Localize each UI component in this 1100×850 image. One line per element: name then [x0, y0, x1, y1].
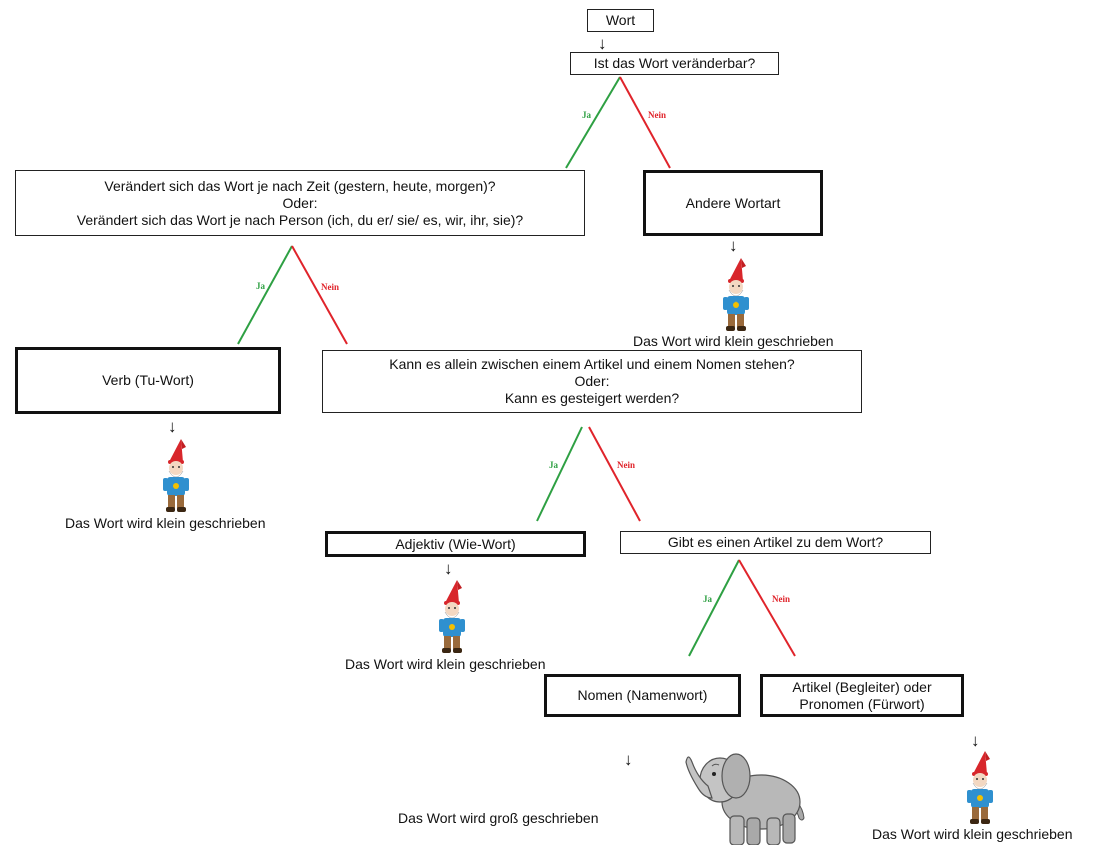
node-text: Adjektiv (Wie-Wort) — [395, 535, 516, 552]
outcome-gross: Das Wort wird groß geschrieben — [398, 810, 599, 826]
wort-box: Wort — [587, 9, 654, 32]
arrow-down-icon: ↓ — [168, 417, 177, 436]
yes-label: Ja — [256, 281, 265, 291]
node-text: Oder: — [282, 194, 318, 211]
outcome-klein: Das Wort wird klein geschrieben — [633, 333, 834, 349]
gnome-icon — [720, 256, 752, 332]
node-text: Artikel (Begleiter) oder — [792, 678, 932, 695]
yes-line — [536, 426, 583, 522]
no-line — [291, 245, 348, 345]
arrow-down-icon: ↓ — [971, 731, 980, 750]
node-text: Pronomen (Fürwort) — [799, 695, 925, 712]
gnome-icon — [160, 437, 192, 513]
node-text: Verändert sich das Wort je nach Zeit (ge… — [104, 177, 496, 194]
no-label: Nein — [648, 110, 666, 120]
no-label: Nein — [321, 282, 339, 292]
no-label: Nein — [617, 460, 635, 470]
arrow-down-icon: ↓ — [729, 236, 738, 255]
gnome-icon — [436, 578, 468, 654]
yes-label: Ja — [703, 594, 712, 604]
elephant-icon — [684, 726, 814, 846]
outcome-klein: Das Wort wird klein geschrieben — [345, 656, 546, 672]
node-text: Nomen (Namenwort) — [577, 687, 708, 703]
yes-line — [237, 245, 293, 345]
node-text: Wort — [605, 12, 636, 28]
arrow-down-icon: ↓ — [598, 34, 607, 53]
gnome-icon — [964, 749, 996, 825]
outcome-klein: Das Wort wird klein geschrieben — [872, 826, 1073, 842]
yes-line — [565, 76, 621, 169]
verb-box: Verb (Tu-Wort) — [15, 347, 281, 414]
arrow-down-icon: ↓ — [444, 559, 453, 578]
node-text: Ist das Wort veränderbar? — [593, 55, 756, 71]
adjektiv-box: Adjektiv (Wie-Wort) — [325, 531, 586, 557]
node-text: Andere Wortart — [685, 194, 781, 211]
node-text: Gibt es einen Artikel zu dem Wort? — [667, 534, 884, 550]
yes-label: Ja — [549, 460, 558, 470]
node-text: Verändert sich das Wort je nach Person (… — [76, 211, 524, 228]
no-line — [738, 559, 796, 657]
node-text: Kann es gesteigert werden? — [504, 390, 680, 406]
yes-line — [688, 559, 740, 657]
question-veraenderbar: Ist das Wort veränderbar? — [570, 52, 779, 75]
no-line — [619, 76, 671, 169]
node-text: Oder: — [574, 373, 610, 389]
arrow-down-icon: ↓ — [624, 750, 633, 769]
question-artikel-nomen: Kann es allein zwischen einem Artikel un… — [322, 350, 862, 413]
question-artikel-zum-wort: Gibt es einen Artikel zu dem Wort? — [620, 531, 931, 554]
no-label: Nein — [772, 594, 790, 604]
no-line — [588, 426, 641, 522]
node-text: Kann es allein zwischen einem Artikel un… — [389, 356, 795, 372]
yes-label: Ja — [582, 110, 591, 120]
artikel-pronomen-box: Artikel (Begleiter) oder Pronomen (Fürwo… — [760, 674, 964, 717]
andere-wortart-box: Andere Wortart — [643, 170, 823, 236]
nomen-box: Nomen (Namenwort) — [544, 674, 741, 717]
question-zeit-person: Verändert sich das Wort je nach Zeit (ge… — [15, 170, 585, 236]
outcome-klein: Das Wort wird klein geschrieben — [65, 515, 266, 531]
node-text: Verb (Tu-Wort) — [102, 372, 194, 388]
